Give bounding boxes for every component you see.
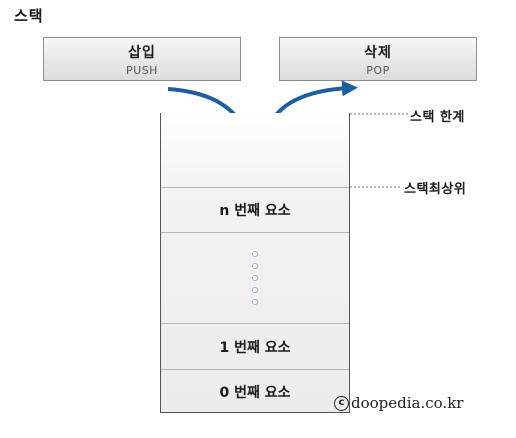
diagram-title: 스택 [14, 7, 44, 25]
ellipsis-dots [252, 251, 258, 305]
ellipsis-dot [252, 251, 258, 257]
push-label: 삽입 [128, 45, 156, 61]
stack-ellipsis [161, 232, 349, 323]
stack-limit-label: 스택 한계 [410, 110, 465, 125]
copyright-text: doopedia.co.kr [351, 394, 464, 412]
pop-sublabel: POP [366, 64, 390, 77]
push-box: 삽입 PUSH [43, 37, 241, 81]
ellipsis-dot [252, 263, 258, 269]
ellipsis-dot [252, 287, 258, 293]
copyright-notice: c doopedia.co.kr [334, 394, 463, 412]
stack-element-0: 0 번째 요소 [161, 369, 349, 413]
push-sublabel: PUSH [126, 64, 158, 77]
ellipsis-dot [252, 275, 258, 281]
ellipsis-dot [252, 299, 258, 305]
pop-box: 삭제 POP [279, 37, 477, 81]
stack-top-label: 스택최상위 [404, 182, 467, 197]
stack-container: n 번째 요소 1 번째 요소 0 번째 요소 [160, 113, 350, 413]
pop-label: 삭제 [364, 45, 392, 61]
copyright-icon: c [334, 395, 349, 411]
stack-element-1: 1 번째 요소 [161, 323, 349, 369]
stack-element-n: n 번째 요소 [161, 187, 349, 232]
